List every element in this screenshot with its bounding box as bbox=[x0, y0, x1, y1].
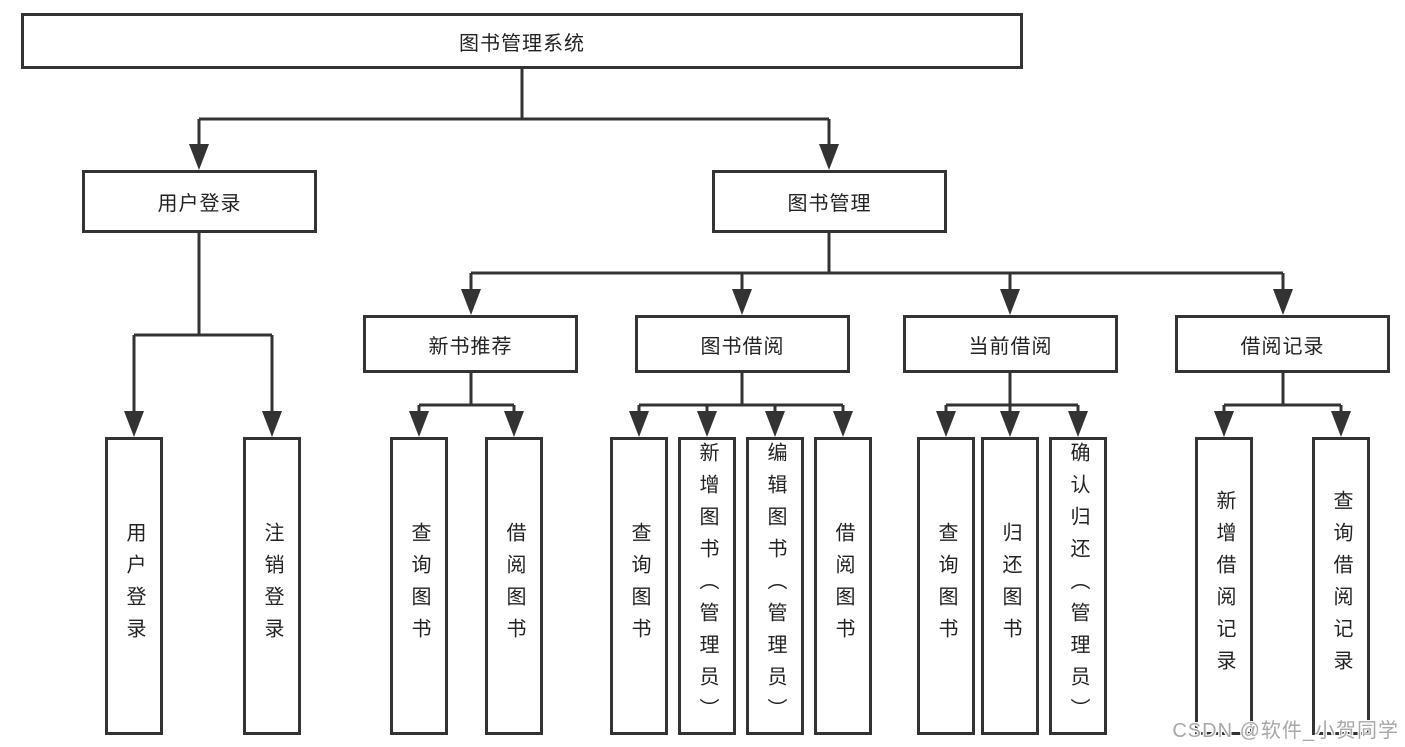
leaf-user-login: 用户登录 bbox=[105, 437, 163, 735]
leaf-label: 查询图书 bbox=[628, 522, 650, 650]
leaf-add-borrow-record: 新增借阅记录 bbox=[1195, 437, 1253, 735]
leaf-label: 借阅图书 bbox=[503, 522, 525, 650]
node-label: 图书管理 bbox=[787, 193, 872, 215]
leaf-query-books-current: 查询图书 bbox=[917, 437, 975, 735]
node-label: 借阅记录 bbox=[1240, 335, 1325, 358]
leaf-borrow-books-recommend: 借阅图书 bbox=[485, 437, 543, 735]
leaf-label: 查询图书 bbox=[935, 522, 957, 650]
leaf-logout-login: 注销登录 bbox=[243, 437, 301, 735]
node-current-borrow: 当前借阅 bbox=[903, 315, 1118, 373]
leaf-return-books: 归还图书 bbox=[981, 437, 1039, 735]
leaf-query-books-recommend: 查询图书 bbox=[390, 437, 448, 735]
node-label: 用户登录 bbox=[157, 193, 242, 215]
leaf-label: 归还图书 bbox=[999, 522, 1021, 650]
leaf-label: 编辑图书（管理员） bbox=[764, 442, 786, 730]
node-label: 当前借阅 bbox=[968, 335, 1053, 358]
csdn-watermark: CSDN @软件_小贺同学 bbox=[1172, 720, 1399, 742]
leaf-confirm-return-admin: 确认归还（管理员） bbox=[1049, 437, 1107, 735]
node-book-borrow: 图书借阅 bbox=[635, 315, 850, 373]
connector-arrowheads bbox=[124, 144, 1351, 437]
leaf-add-books-admin: 新增图书（管理员） bbox=[678, 437, 736, 735]
connector-edges bbox=[132, 68, 1343, 413]
node-borrow-records: 借阅记录 bbox=[1175, 315, 1390, 373]
node-label: 新书推荐 bbox=[428, 335, 513, 358]
node-user-login: 用户登录 bbox=[82, 170, 317, 233]
leaf-label: 借阅图书 bbox=[832, 522, 854, 650]
node-new-book-recommend: 新书推荐 bbox=[363, 315, 578, 373]
leaf-edit-books-admin: 编辑图书（管理员） bbox=[746, 437, 804, 735]
leaf-label: 用户登录 bbox=[123, 522, 145, 650]
leaf-query-borrow-record: 查询借阅记录 bbox=[1312, 437, 1370, 735]
node-library-management-system: 图书管理系统 bbox=[21, 13, 1023, 69]
leaf-label: 注销登录 bbox=[261, 522, 283, 650]
leaf-label: 查询图书 bbox=[408, 522, 430, 650]
leaf-label: 新增图书（管理员） bbox=[696, 442, 718, 730]
node-label: 图书管理系统 bbox=[459, 32, 585, 55]
leaf-label: 确认归还（管理员） bbox=[1067, 442, 1089, 730]
node-book-management: 图书管理 bbox=[712, 170, 947, 233]
leaf-query-books-borrow: 查询图书 bbox=[610, 437, 668, 735]
leaf-label: 查询借阅记录 bbox=[1330, 490, 1352, 682]
leaf-borrow-books: 借阅图书 bbox=[814, 437, 872, 735]
node-label: 图书借阅 bbox=[700, 335, 785, 358]
leaf-label: 新增借阅记录 bbox=[1213, 490, 1235, 682]
